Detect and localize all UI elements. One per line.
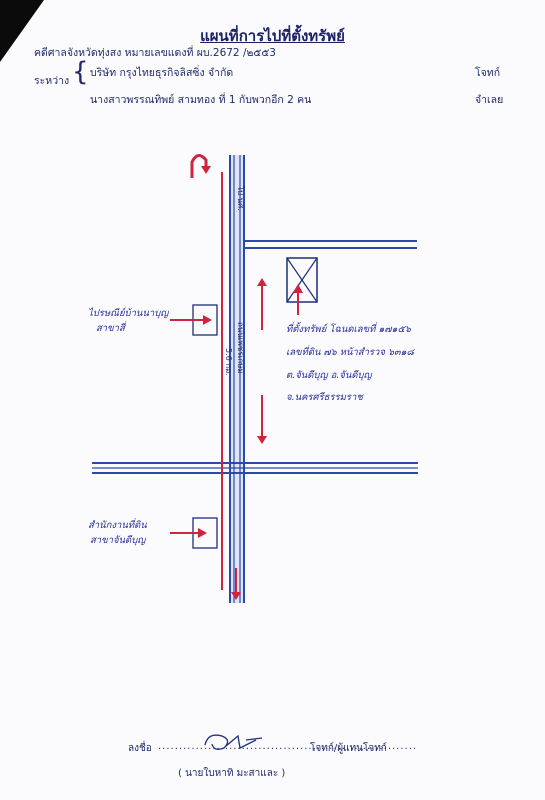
lower-cross-road bbox=[92, 462, 418, 474]
plaintiff-role: โจทก์ bbox=[475, 67, 501, 79]
document-title: แผนที่การไปที่ตั้งทรัพย์ bbox=[200, 27, 345, 45]
property-marker bbox=[286, 257, 318, 315]
landmark-upper-label-1: ไปรษณีย์บ้านนาบุญ bbox=[88, 308, 169, 319]
landmark-lower-marker bbox=[170, 517, 218, 549]
upper-side-road bbox=[244, 240, 417, 249]
main-road bbox=[229, 155, 245, 603]
main-road-label: ถนนเพชรเกษม bbox=[236, 322, 245, 374]
defendant-role: จำเลย bbox=[475, 94, 504, 106]
between-brace: { bbox=[72, 57, 89, 87]
landmark-upper-marker bbox=[170, 304, 218, 336]
direction-arrows bbox=[231, 278, 267, 600]
property-line-3: ต.จันดีบุญ อ.จันดีบุญ bbox=[286, 370, 372, 381]
landmark-lower-label-2: สาขาจันดีบุญ bbox=[90, 535, 146, 546]
sign-suffix: โจทก์/ผู้แทนโจทก์ bbox=[310, 743, 387, 754]
plaintiff-name: บริษัท กรุงไทยธุรกิจลิสซิ่ง จำกัด bbox=[90, 67, 234, 79]
sign-prefix: ลงชื่อ bbox=[128, 743, 152, 754]
case-line: คดีศาลจังหวัดทุ่งสง หมายเลขแดงที่ ผบ.267… bbox=[34, 47, 276, 59]
road-top-label: ไป นศ. bbox=[236, 185, 245, 211]
u-turn-arrow bbox=[190, 154, 208, 178]
landmark-upper-label-2: สาขาสี่ bbox=[96, 323, 125, 334]
between-label: ระหว่าง bbox=[34, 75, 70, 87]
property-line-2: เลขที่ดิน ๗๖ หน้าสำรวจ ๖๓๑๘ bbox=[286, 347, 414, 358]
property-line-1: ที่ตั้งทรัพย์ โฉนดเลขที่ ๑๗๑๕๖ bbox=[286, 324, 411, 335]
sign-dotted-line: ........................................… bbox=[158, 741, 418, 752]
defendant-name: นางสาวพรรณทิพย์ สามทอง ที่ 1 กับพวกอีก 2… bbox=[90, 94, 312, 106]
landmark-lower-label-1: สำนักงานที่ดิน bbox=[88, 520, 147, 531]
signer-name: ( นายใบหาทิ มะสาและ ) bbox=[178, 768, 286, 779]
distance-label: 5.6 กม. bbox=[224, 348, 233, 376]
scan-corner-shadow bbox=[0, 0, 44, 62]
property-line-4: จ.นครศรีธรรมราช bbox=[286, 392, 363, 403]
